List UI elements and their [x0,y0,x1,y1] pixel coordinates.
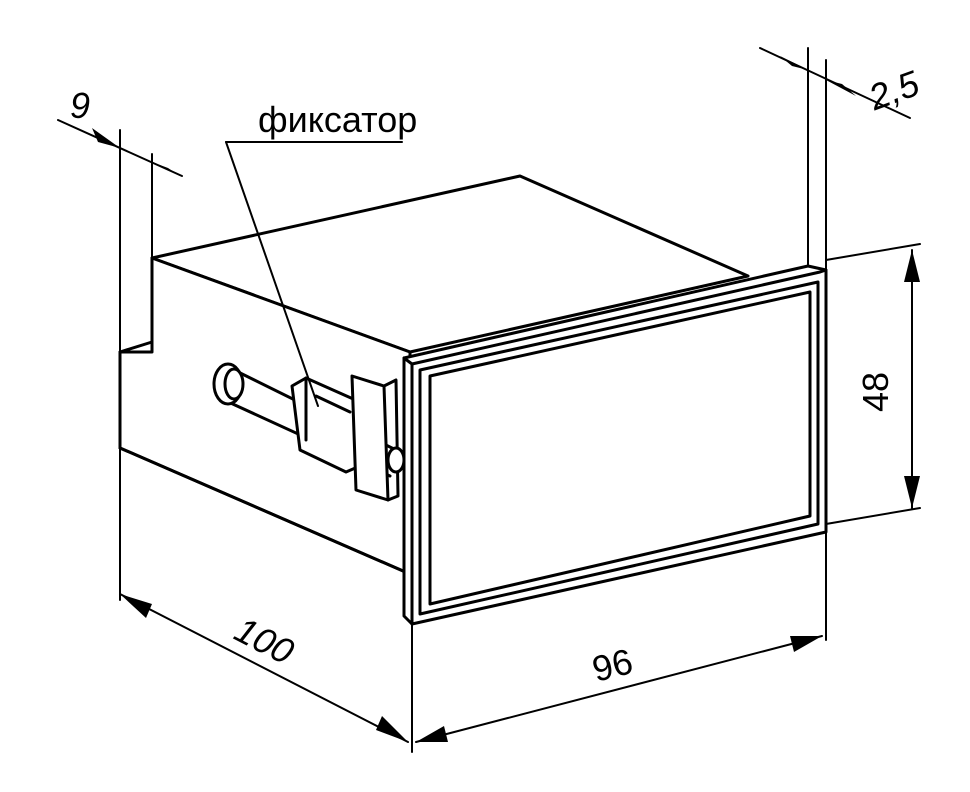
housing-rear-notch [118,256,154,354]
dimension-width: 96 [415,531,827,743]
label-latch-offset: 9 [70,85,90,126]
arrow-100-b [376,716,408,742]
latch-plate-edge [382,378,400,502]
arrow-9-b [152,162,180,176]
arrow-25-a [780,56,808,70]
arrow-96-a [416,726,448,742]
housing-body [118,174,750,576]
arrow-100-a [120,594,152,618]
dimension-bezel: 2,5 [759,47,925,271]
label-height: 48 [855,372,896,412]
display-window-inner [428,290,812,606]
latch-plate [350,374,390,502]
label-latch: фиксатор [258,99,417,140]
arrow-48-top [904,250,920,282]
latch-rod-end-back-inner [223,367,245,401]
dimension-height: 48 [825,243,921,525]
display-window-outer [418,280,820,616]
latch-clamp-detail [304,376,352,442]
label-depth: 100 [228,609,300,673]
dim-line-96 [415,635,823,743]
arrow-96-b [790,636,822,652]
label-bezel: 2,5 [862,62,925,118]
housing-bottom-edge [118,446,412,576]
arrow-9-a [92,128,120,148]
dimension-latch-offset: 9 [57,85,183,353]
arrow-48-bottom [904,476,920,508]
front-bezel [402,264,828,626]
dim-line-100 [119,593,409,743]
ext-line-48-bottom [825,507,921,525]
latch-callout: фиксатор [225,99,417,407]
ext-line-48-top [825,243,921,261]
arrow-25-b [826,80,856,96]
label-width: 96 [588,640,637,689]
latch-rod-end-front [386,446,406,474]
latch-assembly [212,362,406,502]
latch-callout-leader [225,141,319,407]
bezel-top-edge [410,268,828,366]
